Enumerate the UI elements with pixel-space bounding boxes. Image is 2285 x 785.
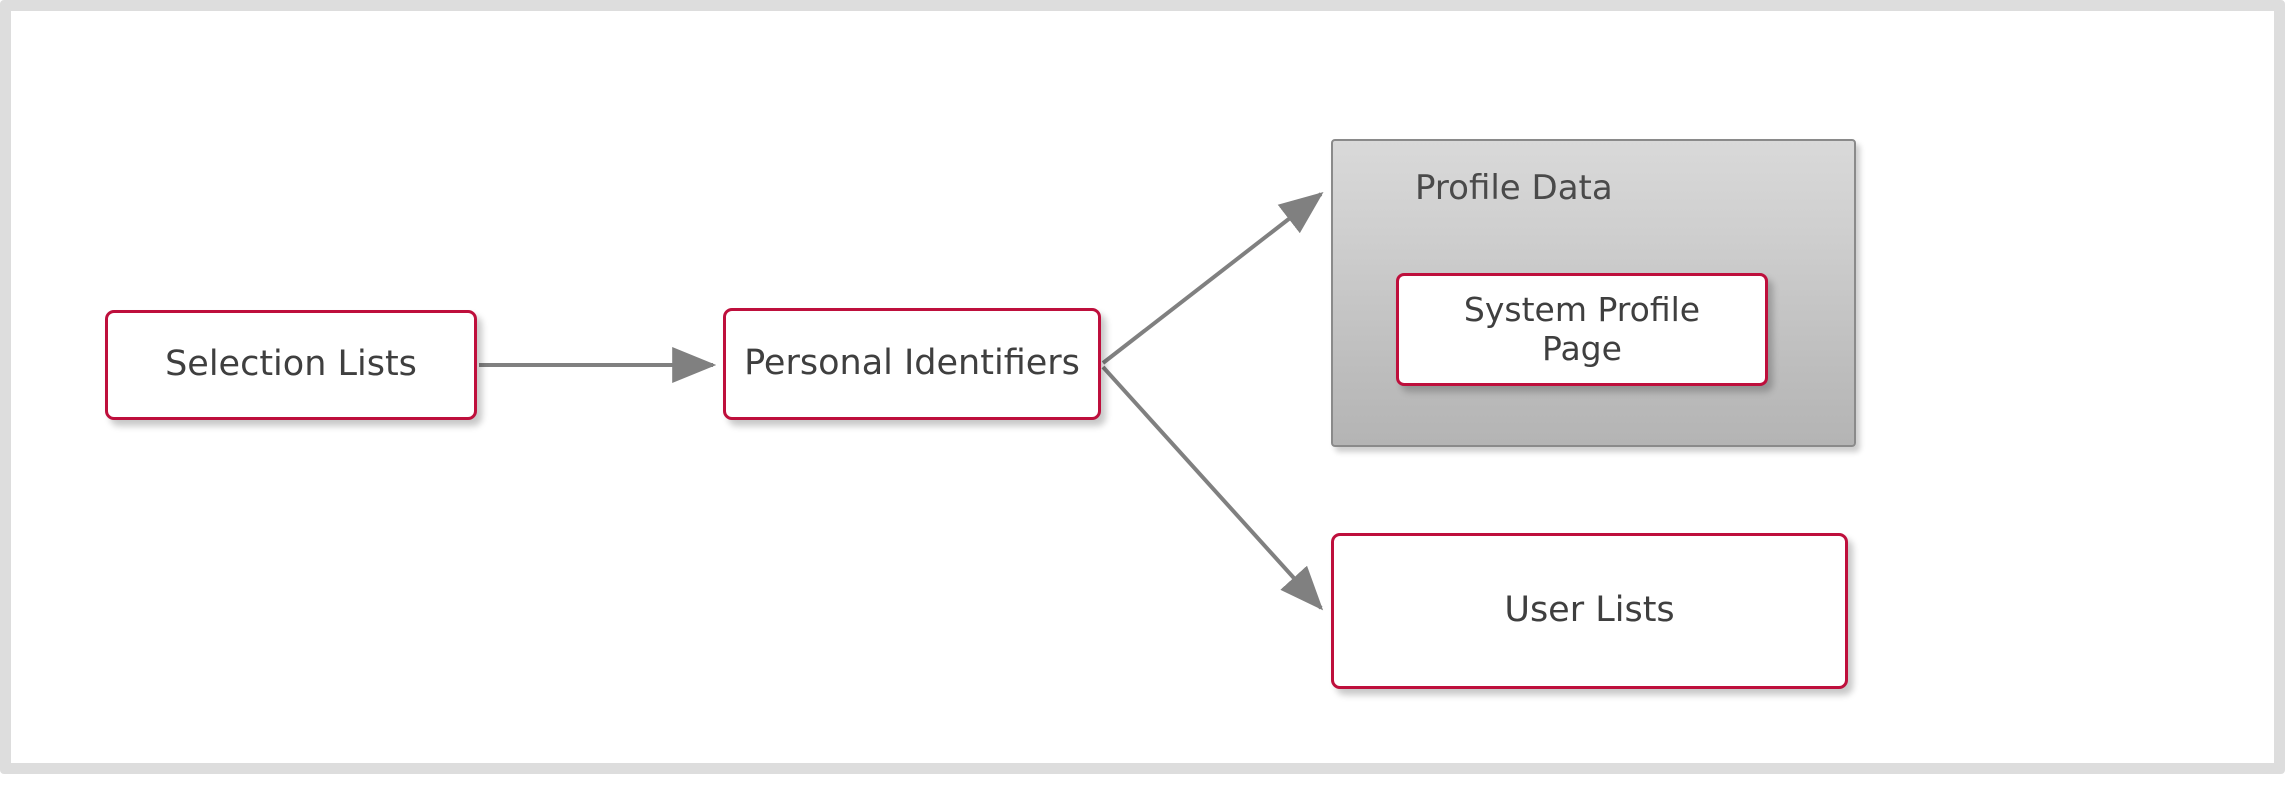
- edge-personal-identifiers-to-profile-data: [1101, 192, 1324, 365]
- node-personal-identifiers-label: Personal Identifiers: [744, 343, 1080, 384]
- node-user-lists[interactable]: User Lists: [1331, 533, 1848, 689]
- node-selection-lists[interactable]: Selection Lists: [105, 310, 477, 420]
- node-selection-lists-label: Selection Lists: [165, 344, 417, 385]
- group-profile-data-title: Profile Data: [1415, 168, 1613, 208]
- node-user-lists-label: User Lists: [1504, 590, 1675, 631]
- edge-personal-identifiers-to-user-lists: [1101, 365, 1324, 611]
- node-system-profile-page-label: System Profile Page: [1463, 289, 1701, 368]
- node-system-profile-page[interactable]: System Profile Page: [1396, 273, 1768, 386]
- node-personal-identifiers[interactable]: Personal Identifiers: [723, 308, 1101, 420]
